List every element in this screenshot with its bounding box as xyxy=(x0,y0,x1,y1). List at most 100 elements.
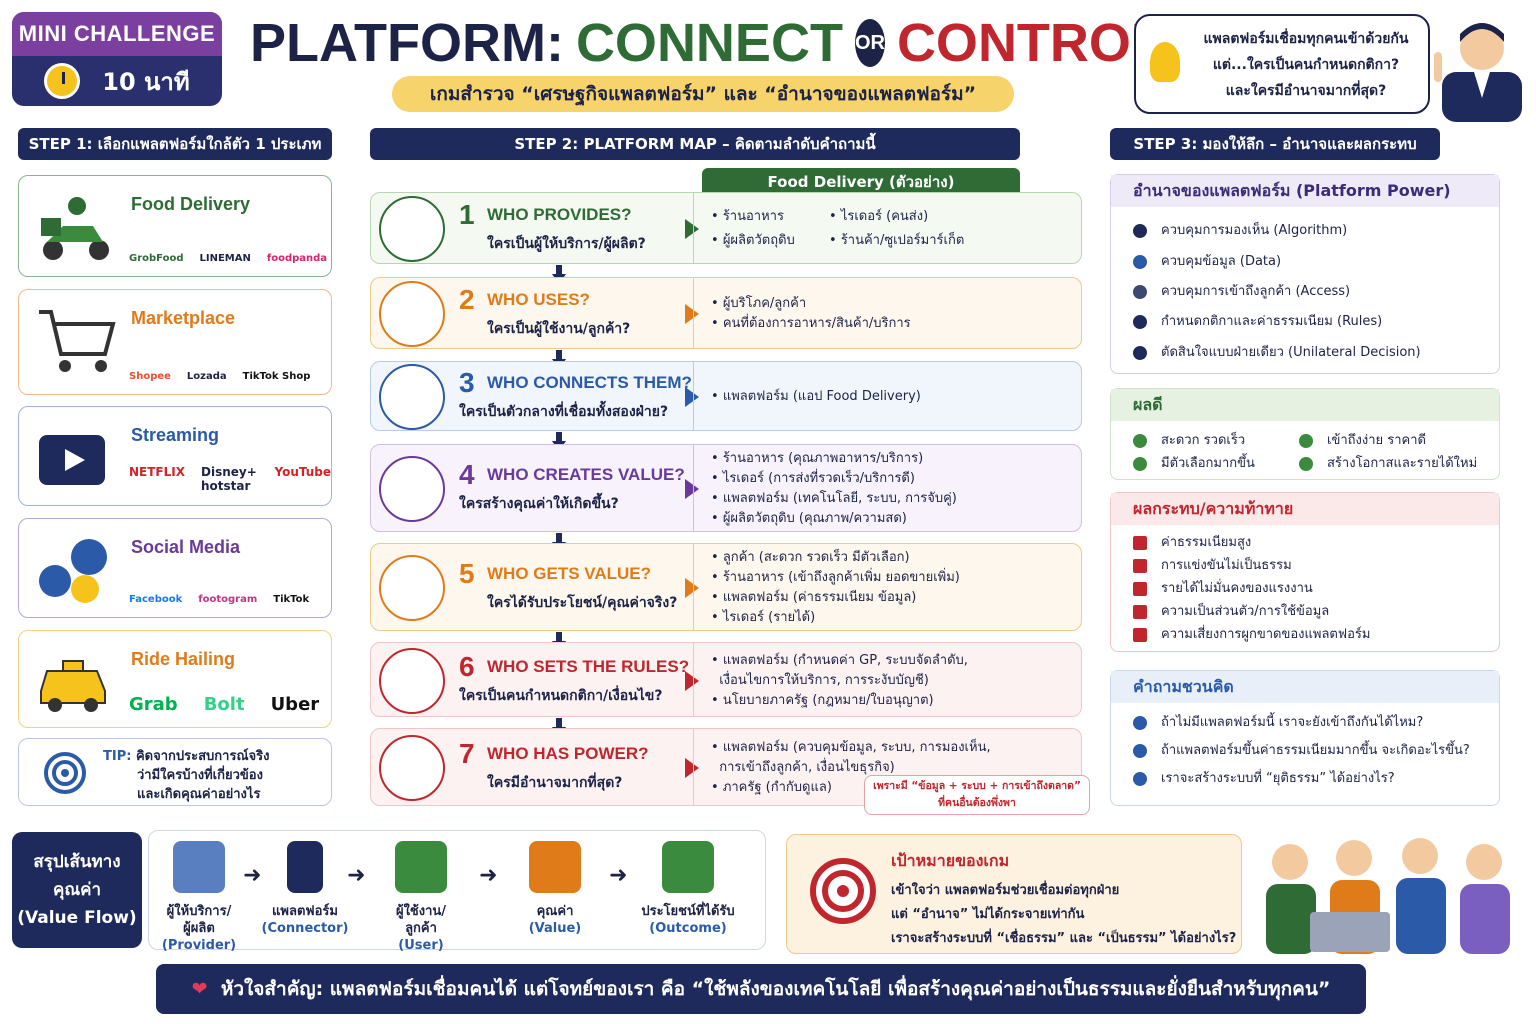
pros-item: สะดวก รวดเร็ว xyxy=(1161,433,1246,448)
badge-time: 10 นาที xyxy=(102,67,190,96)
check-icon xyxy=(1133,433,1147,448)
tip-box: TIP: คิดจากประสบการณ์จริง ว่ามีใครบ้างที… xyxy=(18,738,332,806)
check-icon xyxy=(1133,456,1147,471)
row-question-thai: ใครมีอำนาจมากที่สุด? xyxy=(487,775,623,791)
card-social-media[interactable]: Social Media Facebook footogram TikTok xyxy=(18,518,332,618)
platform-map-row-6: 6 WHO SETS THE RULES? ใครเป็นคนกำหนดกติก… xyxy=(370,642,1082,717)
tip-line-3: และเกิดคุณค่าอย่างไร xyxy=(137,787,261,802)
flow-user: ผู้ใช้งาน/ลูกค้า(User) xyxy=(371,841,471,954)
logo-lozada: Lozada xyxy=(186,371,227,382)
platform-map-row-4: 4 WHO CREATES VALUE? ใครสร้างคุณค่าให้เก… xyxy=(370,444,1082,532)
goal-title: เป้าหมายของเกม xyxy=(891,851,1010,870)
summary-line-2: คุณค่า xyxy=(52,880,102,900)
card-streaming[interactable]: Streaming NETFLIX Disney+ hotstar YouTub… xyxy=(18,406,332,506)
badge-title: MINI CHALLENGE xyxy=(12,12,222,56)
logo-tiktok: TikTok xyxy=(273,594,310,605)
lock-icon xyxy=(1133,284,1147,299)
tv-play-icon xyxy=(39,435,105,485)
logo-uber: Uber xyxy=(270,694,320,715)
arrow-right-icon xyxy=(685,219,699,239)
row-divider xyxy=(693,278,694,348)
flow-label: (User) xyxy=(398,938,444,953)
taxi-icon xyxy=(40,660,106,712)
power-note-line-2: ที่คนอื่นต้องพึ่งพา xyxy=(938,797,1016,809)
phone-icon xyxy=(379,364,445,430)
flow-label: ผู้ให้บริการ/ xyxy=(166,904,232,919)
person-icon xyxy=(1133,345,1147,360)
card-name: Ride Hailing xyxy=(131,649,236,669)
cons-item: ความเป็นส่วนตัว/การใช้ข้อมูล xyxy=(1161,604,1330,619)
students-illustration xyxy=(1266,838,1510,954)
card-marketplace[interactable]: Marketplace Shopee Lozada TikTok Shop xyxy=(18,289,332,395)
row-question: WHO PROVIDES? xyxy=(487,205,632,224)
lightbulb-icon xyxy=(1150,42,1180,82)
warning-icon xyxy=(1133,581,1147,596)
question-item: ถ้าไม่มีแพลตฟอร์มนี้ เราจะยังเข้าถึงกันไ… xyxy=(1161,715,1424,730)
row-question-thai: ใครเป็นผู้ให้บริการ/ผู้ผลิต? xyxy=(487,236,646,252)
flow-label: (Connector) xyxy=(261,921,349,936)
shopping-cart-icon xyxy=(39,310,116,372)
arrow-right-icon: ➜ xyxy=(609,863,628,888)
card-food-delivery[interactable]: Food Delivery GrobFood LINEMAN foodpanda xyxy=(18,175,332,277)
row-number: 2 xyxy=(459,284,475,315)
platform-map-row-5: 5 WHO GETS VALUE? ใครได้รับประโยชน์/คุณค… xyxy=(370,543,1082,631)
social-reactions-icon xyxy=(39,539,107,603)
flow-value: คุณค่า (Value) xyxy=(505,841,605,937)
row-divider xyxy=(693,544,694,630)
cons-item: ความเสี่ยงการผูกขาดของแพลตฟอร์ม xyxy=(1161,627,1371,642)
flow-label: คุณค่า xyxy=(536,904,574,919)
row-item: • ผู้บริโภค/ลูกค้า xyxy=(711,296,807,311)
goal-line-2: แต่ “อำนาจ” ไม่ได้กระจายเท่ากัน xyxy=(891,907,1085,922)
cons-item: การแข่งขันไม่เป็นธรรม xyxy=(1161,558,1292,573)
gavel-icon xyxy=(1133,314,1147,329)
title-platform: PLATFORM: xyxy=(250,13,564,73)
power-item: ควบคุมข้อมูล (Data) xyxy=(1161,254,1282,269)
chef-icon xyxy=(379,196,445,262)
row-item: • แพลตฟอร์ม (แอป Food Delivery) xyxy=(711,389,921,404)
row-question: WHO HAS POWER? xyxy=(487,744,649,763)
chat-icon xyxy=(1133,715,1147,730)
logo-grobfood: GrobFood xyxy=(129,253,184,264)
row-item: • แพลตฟอร์ม (เทคโนโลยี, ระบบ, การจับคู่) xyxy=(711,491,957,506)
logo-bolt: Bolt xyxy=(203,694,245,715)
logo-lineman: LINEMAN xyxy=(199,253,251,264)
row-question-thai: ใครเป็นคนกำหนดกติกา/เงื่อนไข? xyxy=(459,687,663,704)
row-question-thai: ใครได้รับประโยชน์/คุณค่าจริง? xyxy=(487,595,678,611)
row-question-thai: ใครเป็นตัวกลางที่เชื่อมทั้งสองฝ่าย? xyxy=(459,404,669,420)
arrow-right-icon xyxy=(685,304,699,324)
row-divider xyxy=(693,729,694,805)
value-flow-label: สรุปเส้นทาง คุณค่า (Value Flow) xyxy=(12,832,142,948)
card-name: Food Delivery xyxy=(131,194,251,214)
row-number: 6 xyxy=(459,650,475,682)
check-icon xyxy=(1299,456,1313,471)
target-icon xyxy=(44,752,86,794)
heart-icon: ❤ xyxy=(191,978,208,1000)
flow-label: ลูกค้า xyxy=(405,921,437,936)
star-icon xyxy=(379,555,445,621)
cons-item: รายได้ไม่มั่นคงของแรงงาน xyxy=(1161,581,1313,596)
row-item: • ไรเดอร์ (การส่งที่รวดเร็ว/บริการดี) xyxy=(711,471,915,486)
bubble-line-3: และใครมีอำนาจมากที่สุด? xyxy=(1225,83,1387,99)
step3-title: STEP 3: มองให้ลึก – อำนาจและผลกระทบ xyxy=(1110,128,1440,160)
check-icon xyxy=(1299,433,1313,448)
eye-icon xyxy=(1133,223,1147,238)
card-ride-hailing[interactable]: Ride Hailing Grab Bolt Uber xyxy=(18,630,332,728)
stopwatch-icon xyxy=(44,63,81,99)
row-number: 4 xyxy=(459,459,475,490)
row-item: • แพลตฟอร์ม (ควบคุมข้อมูล, ระบบ, การมองเ… xyxy=(711,740,991,755)
row-item: • ร้านอาหาร (เข้าถึงลูกค้าเพิ่ม ยอดขายเพ… xyxy=(711,570,960,585)
game-goal: เป้าหมายของเกม เข้าใจว่า แพลตฟอร์มช่วยเช… xyxy=(786,834,1242,954)
flow-label: (Outcome) xyxy=(649,921,727,936)
step1-title: STEP 1: เลือกแพลตฟอร์มใกล้ตัว 1 ประเภท xyxy=(18,128,332,160)
pros-item: มีตัวเลือกมากขึ้น xyxy=(1161,456,1255,471)
flow-label: (Value) xyxy=(528,921,582,936)
logo-netflix: NETFLIX xyxy=(129,465,185,479)
platform-map-row-2: 2 WHO USES? ใครเป็นผู้ใช้งาน/ลูกค้า? • ผ… xyxy=(370,277,1082,349)
flow-label: ผู้ผลิต xyxy=(183,921,215,936)
power-note: เพราะมี “ข้อมูล + ระบบ + การเข้าถึงตลาด”… xyxy=(864,775,1090,815)
gift-icon xyxy=(529,841,581,893)
row-item: • ภาครัฐ (กำกับดูแล) xyxy=(711,780,832,795)
row-item: • นโยบายภาครัฐ (กฎหมาย/ใบอนุญาต) xyxy=(711,692,934,708)
power-note-line-1: เพราะมี “ข้อมูล + ระบบ + การเข้าถึงตลาด” xyxy=(873,780,1081,792)
arrow-right-icon xyxy=(685,670,699,691)
